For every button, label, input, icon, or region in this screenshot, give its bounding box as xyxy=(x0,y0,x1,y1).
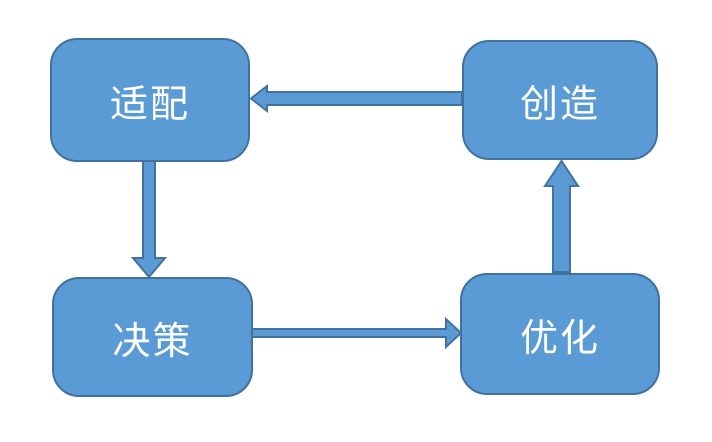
node-optimize: 优化 xyxy=(460,273,660,395)
arrow-adapt-to-decide-down-icon xyxy=(130,160,168,279)
node-adapt-label: 适配 xyxy=(109,83,190,126)
node-create: 创造 xyxy=(462,40,658,160)
node-create-label: 创造 xyxy=(519,83,600,126)
node-adapt: 适配 xyxy=(50,38,250,162)
node-optimize-label: 优化 xyxy=(519,317,600,360)
node-decide: 决策 xyxy=(52,277,253,397)
arrow-create-to-adapt-left-icon xyxy=(249,83,463,114)
arrow-optimize-to-create-up-icon xyxy=(543,159,580,273)
arrow-decide-to-optimize-right-icon xyxy=(251,316,463,350)
node-decide-label: 决策 xyxy=(112,320,193,363)
